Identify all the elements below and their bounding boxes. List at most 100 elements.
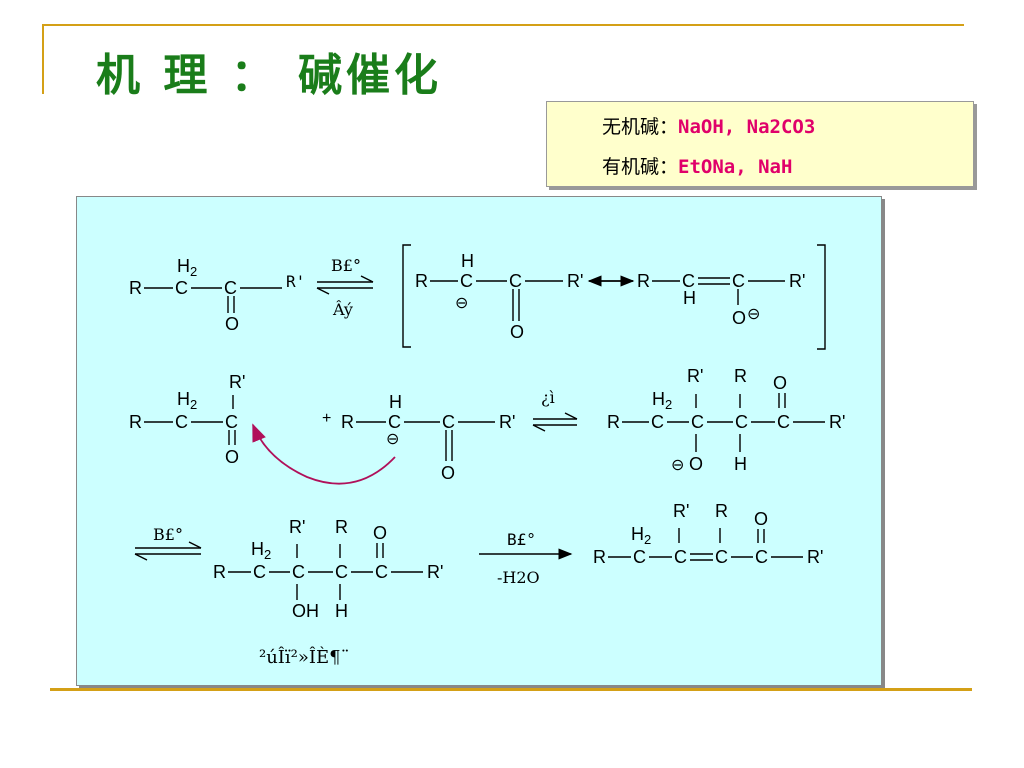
- equilibrium-arrow-3: [134, 541, 202, 561]
- svg-text:O: O: [689, 454, 703, 474]
- svg-text:C: C: [777, 412, 790, 432]
- svg-text:O: O: [732, 308, 746, 328]
- carbanion-structure: R C H ⊖ C O R': [415, 251, 583, 342]
- svg-text:H: H: [461, 251, 474, 271]
- svg-text:R': R': [286, 272, 305, 291]
- ketone-acceptor-structure: R C H2 C R' O: [129, 372, 245, 467]
- svg-text:R': R': [673, 501, 689, 521]
- svg-text:R': R': [687, 366, 703, 386]
- aldol-product-structure: R C H2 C R' OH C R H C O R': [213, 517, 443, 621]
- scheme-footnote: ²úÎï²»ÎÈ¶¨: [259, 647, 350, 668]
- reagent-slow-label: Âý: [332, 299, 353, 319]
- svg-text:⊖: ⊖: [455, 295, 468, 312]
- svg-text:C: C: [375, 562, 388, 582]
- enone-product-structure: R C H2 C R' C R C O R': [593, 501, 823, 567]
- svg-text:R': R': [499, 412, 515, 432]
- attack-curved-arrow: [252, 423, 396, 485]
- svg-text:O: O: [225, 447, 239, 467]
- svg-text:O: O: [510, 322, 524, 342]
- slide-title: 机 理 ： 碱催化: [96, 50, 442, 101]
- mechanism-diagram: R C H2 C O R' B£° Âý R: [129, 244, 845, 621]
- svg-text:R': R': [289, 517, 305, 537]
- svg-text:O: O: [773, 373, 787, 393]
- svg-text:C: C: [175, 278, 188, 298]
- svg-text:C: C: [674, 547, 687, 567]
- svg-text:H2: H2: [177, 389, 197, 412]
- svg-text:H: H: [335, 601, 348, 621]
- bottom-rule: [50, 688, 972, 691]
- svg-text:C: C: [509, 271, 522, 291]
- svg-text:H: H: [683, 288, 696, 308]
- base-catalyst-box: 无机碱：NaOH, Na2CO3 有机碱：EtONa, NaH: [546, 101, 974, 187]
- organic-base-row: 有机碱：EtONa, NaH: [602, 152, 792, 179]
- svg-text:H2: H2: [652, 389, 672, 412]
- svg-text:C: C: [460, 271, 473, 291]
- svg-text:R: R: [415, 271, 428, 291]
- svg-text:H: H: [734, 454, 747, 474]
- enolate-structure: R C H C O ⊖ R': [637, 271, 805, 328]
- svg-text:⊖: ⊖: [747, 306, 760, 323]
- water-loss-label: -H2O: [497, 568, 540, 587]
- reaction-scheme-panel: R C H2 C O R' B£° Âý R: [76, 196, 882, 686]
- svg-text:C: C: [715, 547, 728, 567]
- svg-text:H2: H2: [631, 524, 651, 547]
- svg-text:R: R: [335, 517, 348, 537]
- svg-text:R': R': [829, 412, 845, 432]
- svg-text:C: C: [224, 278, 237, 298]
- svg-text:R': R': [567, 271, 583, 291]
- reagent-base-label: B£°: [331, 256, 361, 275]
- svg-text:R: R: [593, 547, 606, 567]
- inorganic-base-row: 无机碱：NaOH, Na2CO3: [602, 112, 815, 139]
- svg-text:⊖: ⊖: [386, 431, 399, 448]
- equilibrium-arrow-2: [532, 412, 578, 432]
- svg-text:R': R': [229, 372, 245, 392]
- svg-text:C: C: [691, 412, 704, 432]
- reagent-base-step3-label: B£°: [153, 525, 183, 544]
- svg-text:C: C: [755, 547, 768, 567]
- svg-text:C: C: [335, 562, 348, 582]
- aldolate-structure: R C H2 C R' ⊖ O C R H C O R': [607, 366, 845, 474]
- svg-text:O: O: [373, 523, 387, 543]
- svg-text:C: C: [735, 412, 748, 432]
- svg-text:C: C: [442, 412, 455, 432]
- reagent-fast-label: ¿ì: [541, 388, 555, 407]
- svg-text:O: O: [225, 314, 239, 334]
- svg-text:C: C: [682, 271, 695, 291]
- svg-text:R': R': [807, 547, 823, 567]
- svg-text:R: R: [129, 412, 142, 432]
- svg-text:R': R': [789, 271, 805, 291]
- svg-text:O: O: [441, 463, 455, 483]
- svg-text:+: +: [322, 410, 331, 427]
- svg-text:C: C: [651, 412, 664, 432]
- svg-text:C: C: [633, 547, 646, 567]
- inorganic-base-label: 无机碱：: [602, 116, 679, 138]
- ketone-structure: R C H2 C O R': [129, 256, 305, 334]
- svg-text:C: C: [253, 562, 266, 582]
- equilibrium-arrow-1: [316, 275, 374, 295]
- left-rule: [42, 24, 44, 94]
- inorganic-base-value: NaOH, Na2CO3: [678, 116, 816, 138]
- svg-text:⊖: ⊖: [671, 457, 684, 474]
- svg-text:R: R: [607, 412, 620, 432]
- svg-text:C: C: [388, 412, 401, 432]
- svg-text:H2: H2: [251, 539, 271, 562]
- svg-text:C: C: [175, 412, 188, 432]
- organic-base-value: EtONa, NaH: [678, 156, 793, 178]
- svg-text:R': R': [427, 562, 443, 582]
- svg-text:H: H: [389, 392, 402, 412]
- svg-text:O: O: [754, 509, 768, 529]
- svg-text:H2: H2: [177, 256, 197, 279]
- svg-text:R: R: [715, 501, 728, 521]
- organic-base-label: 有机碱：: [602, 156, 679, 178]
- reagent-base-step4-label: B£°: [507, 530, 536, 549]
- svg-text:R: R: [637, 271, 650, 291]
- top-rule: [42, 24, 964, 26]
- svg-text:R: R: [129, 278, 142, 298]
- svg-text:OH: OH: [292, 601, 319, 621]
- svg-text:R: R: [734, 366, 747, 386]
- nucleophile-carbanion-structure: + R C H ⊖ C O R': [322, 392, 515, 483]
- svg-text:C: C: [225, 412, 238, 432]
- svg-text:R: R: [341, 412, 354, 432]
- svg-text:C: C: [732, 271, 745, 291]
- svg-text:R: R: [213, 562, 226, 582]
